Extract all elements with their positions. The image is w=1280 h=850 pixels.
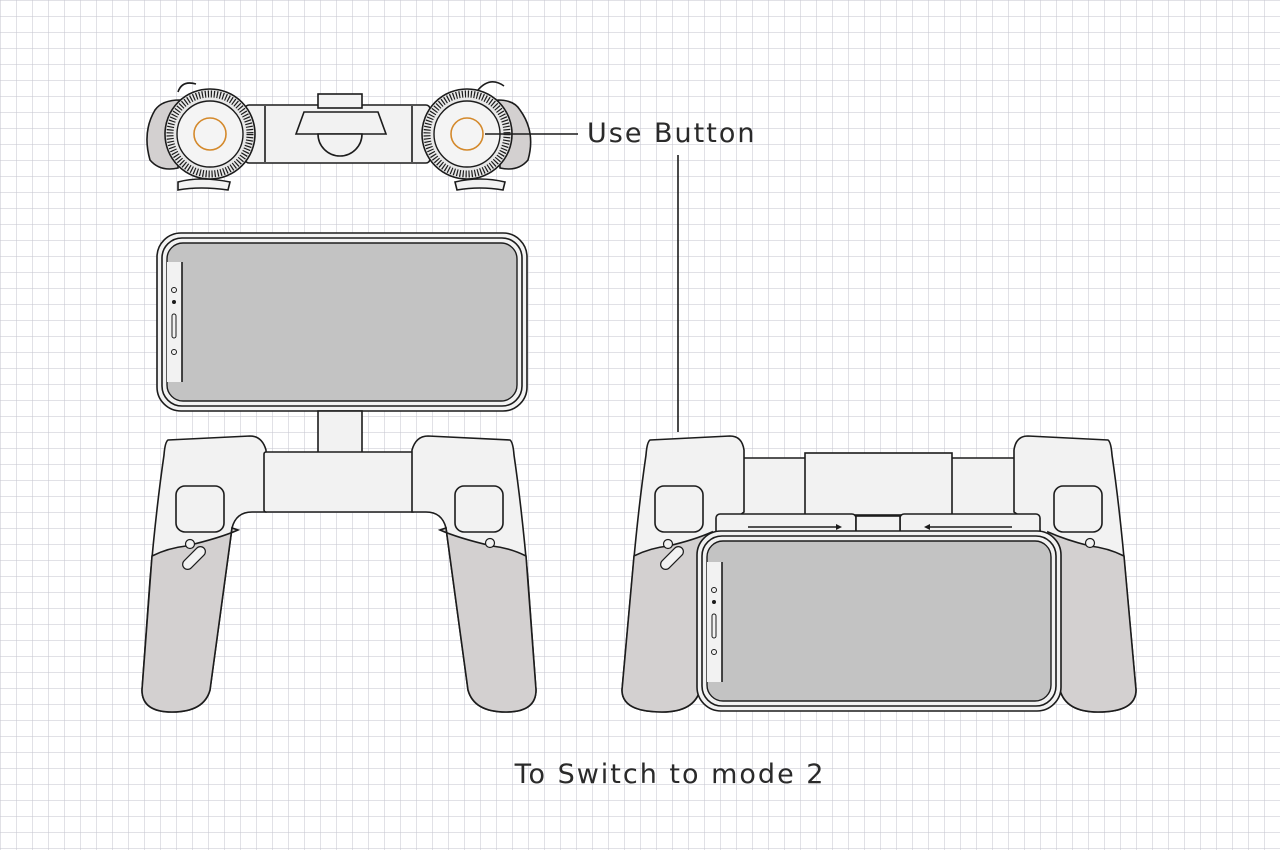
mode-1-controller bbox=[141, 232, 537, 713]
caption: To Switch to mode 2 bbox=[514, 759, 826, 790]
top-view-controller bbox=[146, 81, 532, 191]
phone-icon bbox=[696, 530, 1062, 712]
phone-icon bbox=[156, 232, 528, 412]
use-button-label: Use Button bbox=[587, 118, 757, 149]
arrow-icon bbox=[748, 524, 1012, 530]
use-button-leader-line bbox=[485, 133, 679, 432]
left-thumbstick-icon bbox=[164, 88, 256, 180]
mode-2-controller bbox=[621, 435, 1137, 713]
